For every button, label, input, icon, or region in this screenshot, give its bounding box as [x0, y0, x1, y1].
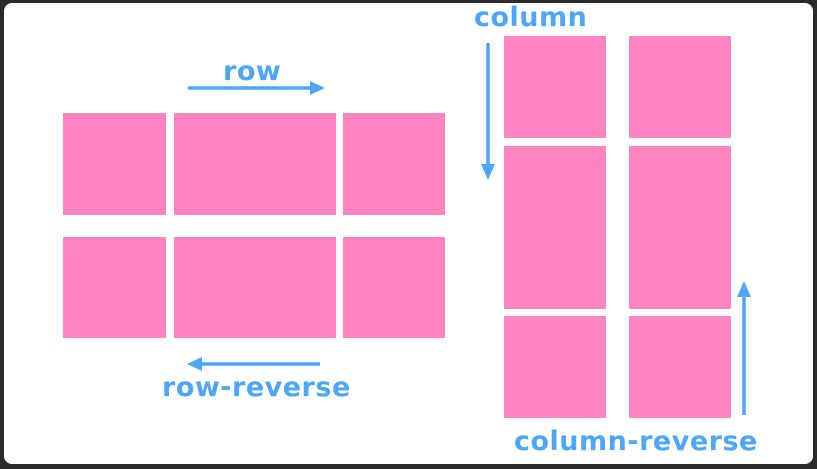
column-reverse-label: column-reverse	[514, 426, 758, 457]
column-box-2-3	[629, 316, 731, 418]
row-arrow-icon	[188, 81, 325, 95]
column-box-2-2	[629, 146, 731, 309]
row-label: row	[223, 56, 282, 87]
column-reverse-arrow-icon	[737, 281, 751, 415]
row-box-1-1	[63, 113, 166, 215]
column-box-1-1	[504, 36, 606, 138]
row-box-1-3	[343, 113, 445, 215]
column-label: column	[474, 3, 588, 33]
row-box-2-3	[343, 237, 445, 338]
row-box-2-2	[174, 237, 336, 338]
column-box-1-3	[504, 316, 606, 418]
row-reverse-arrow-icon	[187, 357, 320, 371]
diagram-canvas: row row-reverse column column-reverse	[4, 3, 813, 464]
column-box-1-2	[504, 146, 606, 309]
direction-arrows	[187, 43, 751, 415]
row-box-2-1	[63, 237, 166, 338]
row-reverse-label: row-reverse	[162, 372, 351, 403]
column-arrow-icon	[481, 43, 495, 180]
row-box-1-2	[174, 113, 336, 215]
column-box-2-1	[629, 36, 731, 138]
